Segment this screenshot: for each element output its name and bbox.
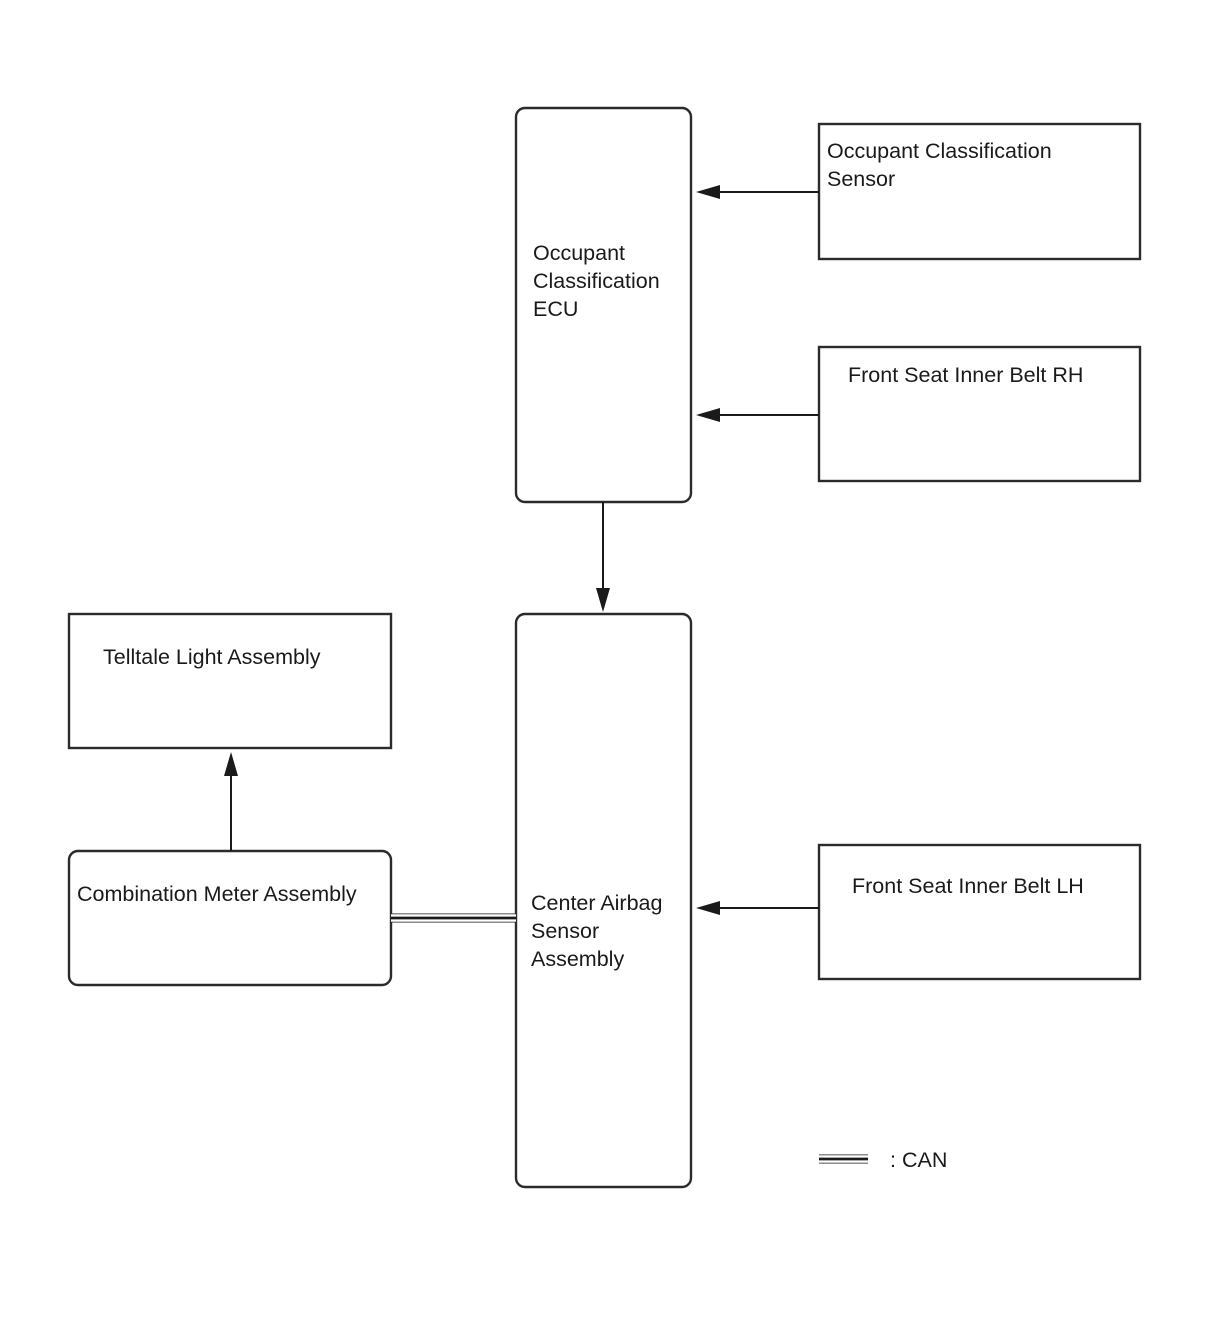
legend: : CAN (819, 1148, 947, 1172)
arrowhead (696, 408, 720, 422)
label-line: Front Seat Inner Belt RH (848, 363, 1083, 387)
label-occupant-classification-ecu: Occupant Classification ECU (533, 241, 666, 321)
arrowhead (224, 752, 238, 776)
label-front-seat-inner-belt-lh: Front Seat Inner Belt LH (852, 874, 1084, 898)
node-front-seat-inner-belt-lh: Front Seat Inner Belt LH (817, 843, 1142, 981)
label-line: Sensor (827, 167, 895, 191)
label-line: Telltale Light Assembly (103, 645, 321, 669)
edge-belt-rh-to-ecu (696, 408, 819, 422)
label-line: Classification (533, 269, 660, 293)
label-combination-meter-assembly: Combination Meter Assembly (77, 882, 357, 906)
label-front-seat-inner-belt-rh: Front Seat Inner Belt RH (848, 363, 1083, 387)
legend-can-label: : CAN (890, 1148, 947, 1172)
label-line: Combination Meter Assembly (77, 882, 357, 906)
label-line: Occupant Classification (827, 139, 1052, 163)
arrowhead (696, 901, 720, 915)
node-occupant-classification-ecu: Occupant Classification ECU (514, 106, 693, 504)
node-occupant-classification-sensor: Occupant Classification Sensor (817, 122, 1142, 261)
label-line: Occupant (533, 241, 625, 265)
label-line: ECU (533, 297, 578, 321)
edge-sensor-to-ecu (696, 185, 819, 199)
label-line: Assembly (531, 947, 624, 971)
edge-ecu-to-center-airbag (596, 502, 610, 612)
label-occupant-classification-sensor: Occupant Classification Sensor (827, 139, 1058, 191)
label-center-airbag-sensor-assembly: Center Airbag Sensor Assembly (531, 891, 668, 971)
edge-belt-lh-to-center-airbag (696, 901, 819, 915)
node-telltale-light-assembly: Telltale Light Assembly (67, 612, 393, 750)
label-line: Front Seat Inner Belt LH (852, 874, 1084, 898)
edge-meter-to-telltale (224, 752, 238, 851)
label-telltale-light-assembly: Telltale Light Assembly (103, 645, 321, 669)
label-line: Sensor (531, 919, 599, 943)
legend-can-symbol (819, 1154, 868, 1164)
edge-can-meter-to-center-airbag (391, 913, 516, 923)
node-center-airbag-sensor-assembly: Center Airbag Sensor Assembly (514, 612, 693, 1189)
label-line: Center Airbag (531, 891, 662, 915)
node-combination-meter-assembly: Combination Meter Assembly (67, 849, 393, 987)
arrowhead (696, 185, 720, 199)
node-front-seat-inner-belt-rh: Front Seat Inner Belt RH (817, 345, 1142, 483)
arrowhead (596, 588, 610, 612)
